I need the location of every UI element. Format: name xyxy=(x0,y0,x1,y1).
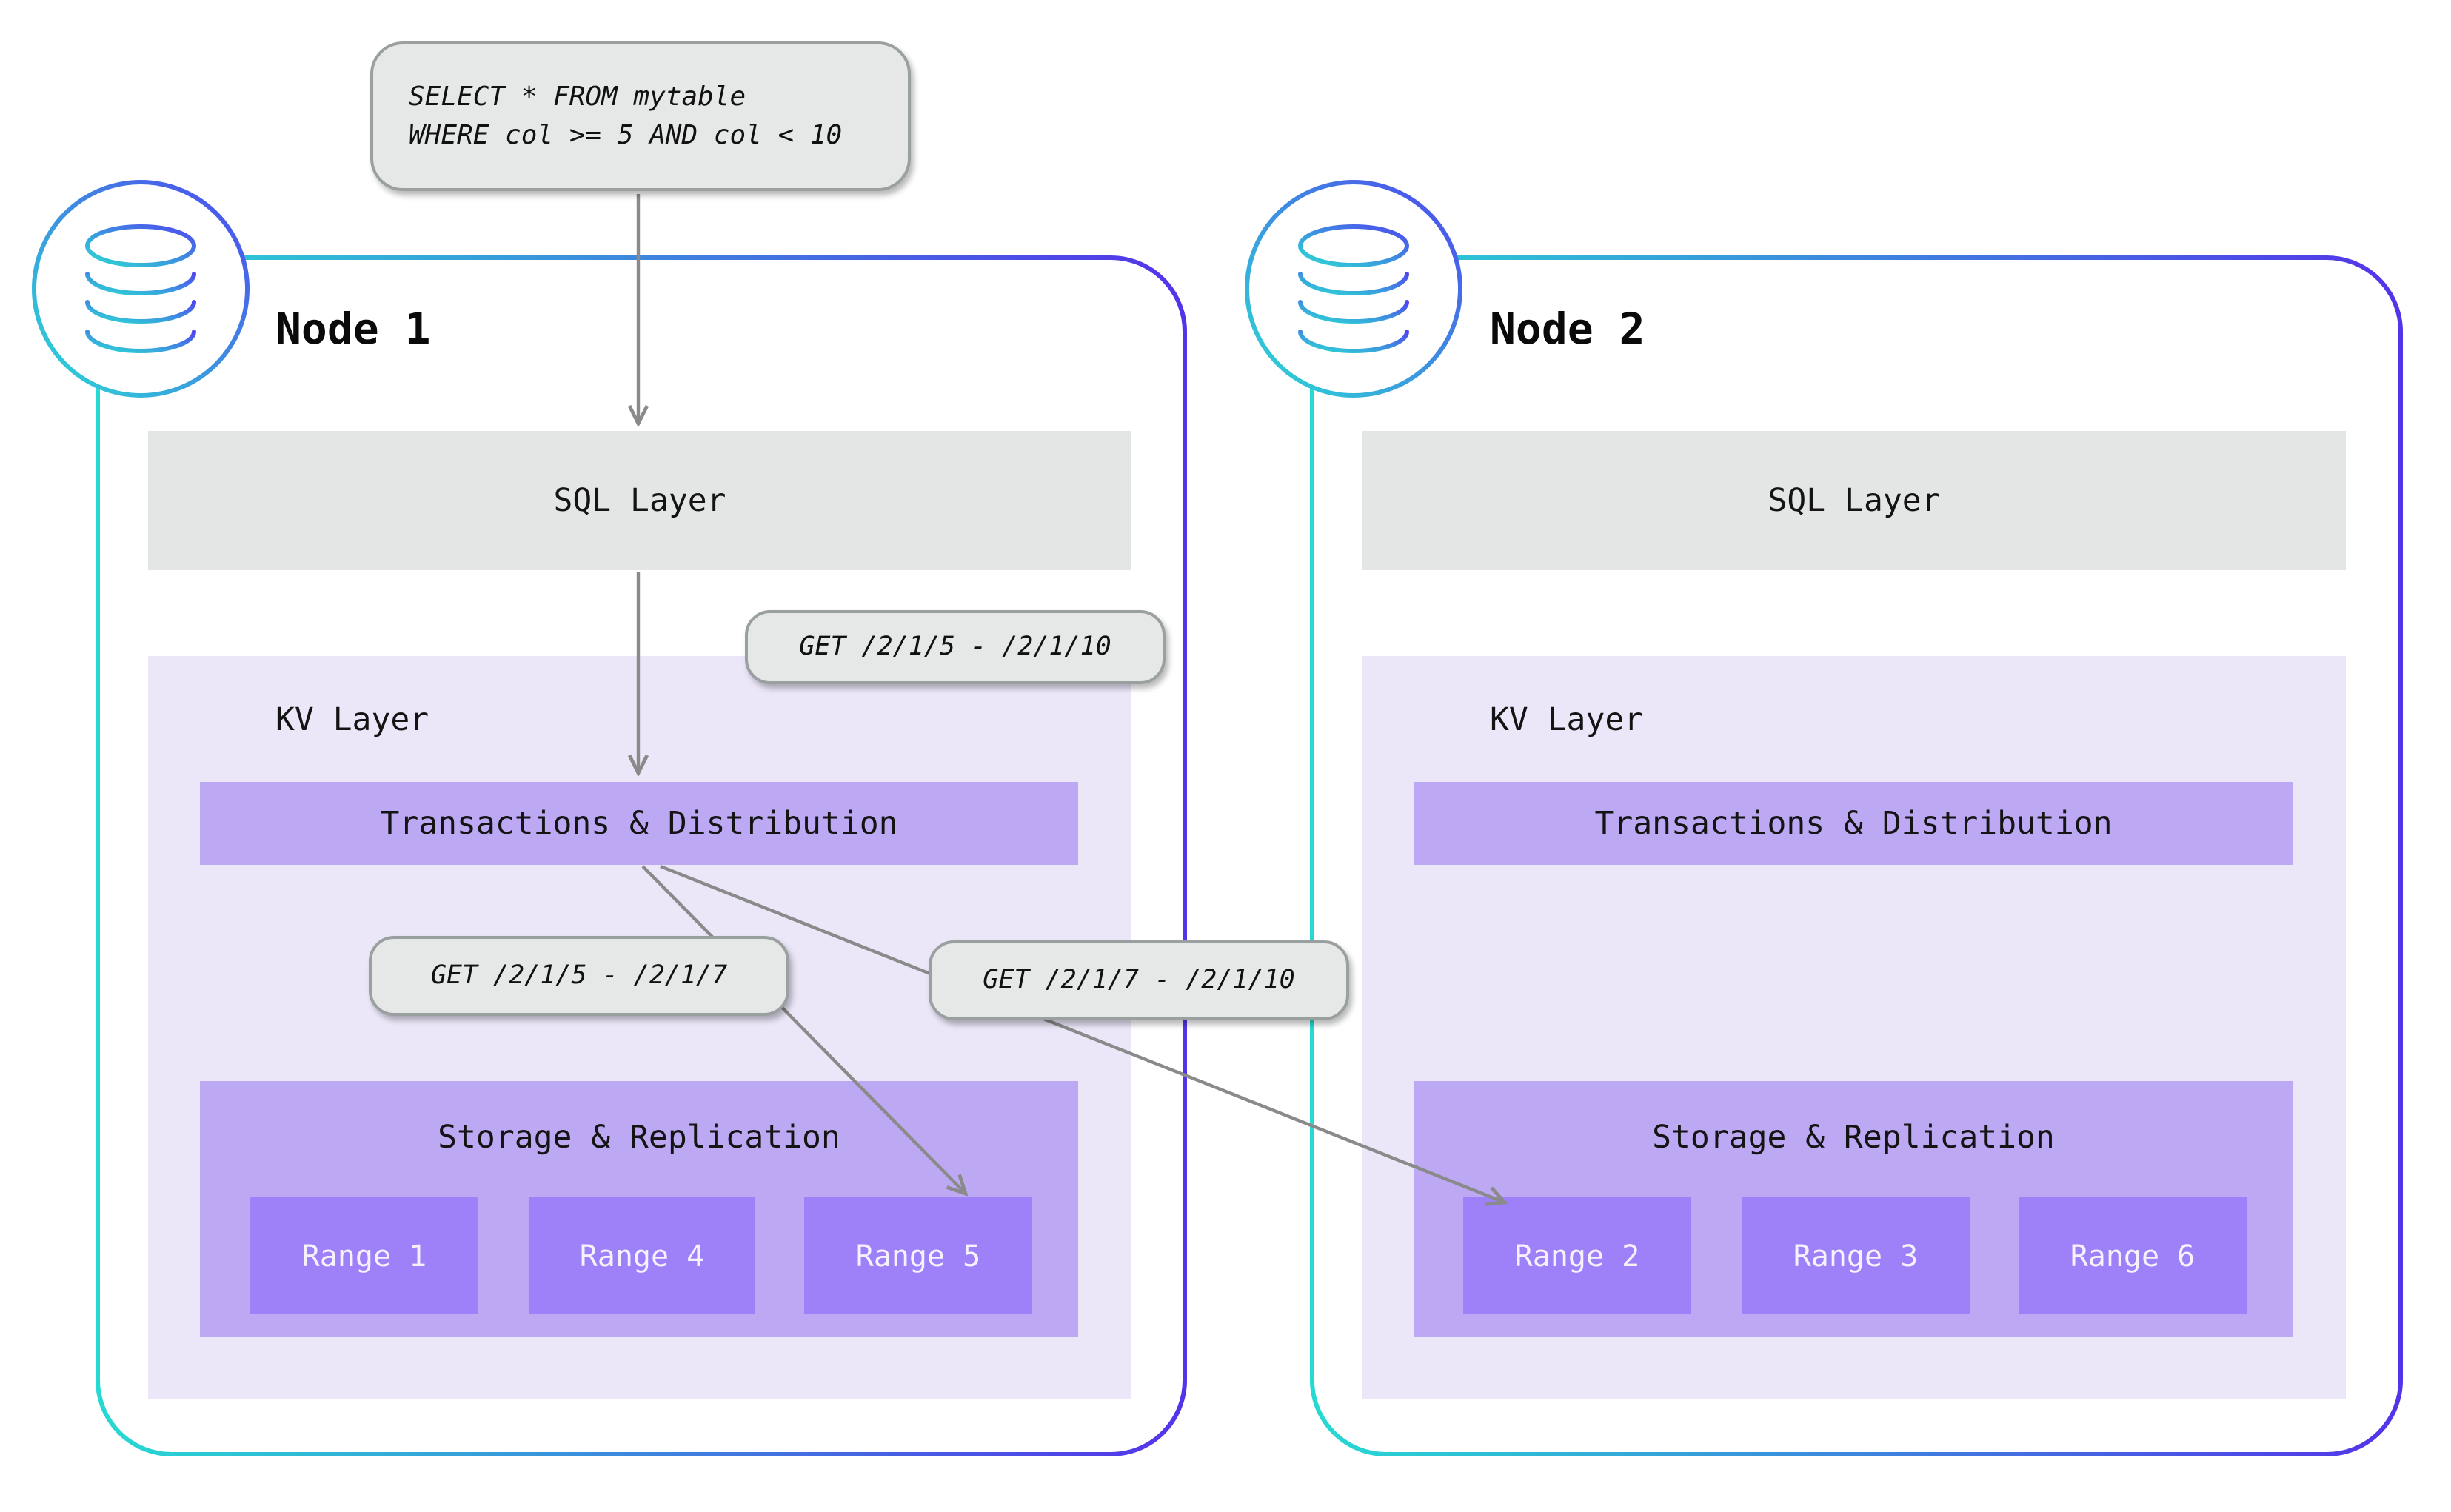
range-box: Range 6 xyxy=(2019,1197,2247,1314)
transactions-distribution-label: Transactions & Distribution xyxy=(380,805,898,842)
transactions-distribution-bar: Transactions & Distribution xyxy=(1414,782,2293,865)
transactions-distribution-bar: Transactions & Distribution xyxy=(200,782,1078,865)
range-box: Range 2 xyxy=(1463,1197,1691,1314)
sql-query-line1: SELECT * FROM mytable xyxy=(409,81,746,112)
sql-layer-box: SQL Layer xyxy=(148,431,1131,570)
sql-layer-label: SQL Layer xyxy=(1768,482,1941,519)
get-request-label-left: GET /2/1/5 - /2/1/7 xyxy=(369,936,789,1016)
transactions-distribution-label: Transactions & Distribution xyxy=(1594,805,2113,842)
sql-layer-label: SQL Layer xyxy=(553,482,726,519)
storage-replication-label: Storage & Replication xyxy=(438,1120,840,1157)
range-box: Range 4 xyxy=(529,1197,755,1314)
database-icon xyxy=(32,180,250,398)
kv-layer-label: KV Layer xyxy=(275,702,429,739)
storage-replication-label: Storage & Replication xyxy=(1652,1120,2055,1157)
node-2-title: Node 2 xyxy=(1490,304,1645,354)
range-box: Range 1 xyxy=(250,1197,478,1314)
get-request-label-full: GET /2/1/5 - /2/1/10 xyxy=(745,610,1166,684)
get-request-label-right: GET /2/1/7 - /2/1/10 xyxy=(929,940,1349,1020)
range-box: Range 3 xyxy=(1742,1197,1970,1314)
kv-layer-label: KV Layer xyxy=(1490,702,1644,739)
sql-query-line2: WHERE col >= 5 AND col < 10 xyxy=(409,119,843,150)
database-icon xyxy=(1245,180,1462,398)
sql-query-bubble: SELECT * FROM mytable WHERE col >= 5 AND… xyxy=(370,41,911,191)
sql-layer-box: SQL Layer xyxy=(1362,431,2346,570)
node-1-title: Node 1 xyxy=(275,304,431,354)
range-box: Range 5 xyxy=(804,1197,1032,1314)
